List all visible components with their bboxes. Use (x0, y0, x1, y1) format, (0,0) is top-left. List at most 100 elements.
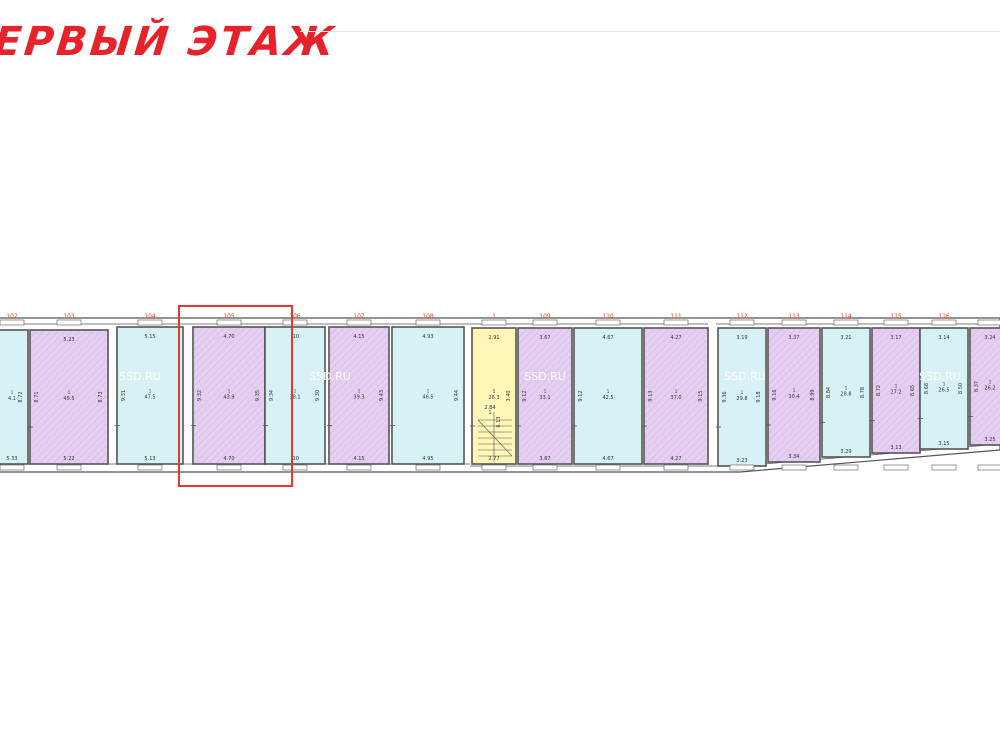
room-id: 1 (68, 390, 71, 395)
room-id: 1 (793, 388, 796, 393)
room-area: 26.3 (488, 395, 499, 401)
dim-left: 9.34 (269, 390, 275, 401)
window-icon (833, 319, 859, 326)
room-fill (391, 326, 465, 465)
room-number: 113 (788, 313, 800, 320)
dim-top: 4.27 (670, 335, 681, 341)
dim-left: 8.71 (34, 391, 40, 402)
dim-top: 4.93 (422, 334, 433, 340)
dim-bottom: 4.15 (353, 456, 364, 462)
room-id: 1 (895, 384, 898, 389)
window-icon (883, 319, 909, 326)
window-icon (56, 464, 82, 471)
room-hatch (193, 327, 265, 464)
window-icon (663, 464, 689, 471)
watermark-text: SSD.RU (724, 370, 766, 383)
window-icon (216, 319, 242, 326)
room-area: 43.9 (223, 395, 234, 401)
window-icon (137, 464, 163, 471)
room-fill (821, 327, 871, 458)
watermark-text: SSD.RU (119, 370, 161, 383)
window-icon (137, 319, 163, 326)
dim-bottom: 3.15 (938, 441, 949, 447)
room-area: 47.5 (144, 395, 155, 401)
window-icon (532, 464, 558, 471)
watermark-text: SSD.RU (524, 370, 566, 383)
dim-top: 4.15 (353, 334, 364, 340)
window-icon (595, 319, 621, 326)
room-area: 29.8 (736, 396, 747, 402)
dim-bottom: 3.29 (840, 449, 851, 455)
room-hatch (872, 328, 920, 453)
dim-right: 9.30 (315, 390, 321, 401)
selected-unit-highlight (178, 305, 293, 487)
staircase: 1 (477, 410, 513, 462)
dim-left: 8.72 (876, 385, 882, 396)
dim-right: 8.50 (958, 383, 964, 394)
dim-right: 9.43 (379, 390, 385, 401)
window-icon (729, 319, 755, 326)
dim-bottom: 4.67 (602, 456, 613, 462)
room-fill (717, 327, 767, 467)
room-number: 111 (670, 313, 682, 320)
window-icon (0, 319, 25, 326)
room-area: 30.4 (788, 394, 799, 400)
stair-text: 1 (488, 410, 491, 416)
room-area: 33.1 (539, 395, 550, 401)
dim-top: 3.21 (840, 335, 851, 341)
room-area: 39.3 (353, 395, 364, 401)
dim-right: 9.15 (698, 390, 704, 401)
dim-top: 2.91 (488, 335, 499, 341)
dim-bottom: 3.23 (736, 458, 747, 464)
dim-right: 8.72 (18, 391, 24, 402)
room-id: 1 (845, 386, 848, 391)
dim-left: 9.36 (722, 391, 728, 402)
window-icon (216, 464, 242, 471)
dim-left: 8.37 (974, 381, 980, 392)
dim-right: 9.18 (756, 391, 762, 402)
room-area: 28.8 (840, 392, 851, 398)
room-area: 46.5 (422, 395, 433, 401)
room-hatch (30, 330, 108, 464)
dim-bottom: 3.67 (539, 456, 550, 462)
room-number: 106 (289, 313, 301, 320)
dim-left: 9.12 (578, 390, 584, 401)
window-icon (781, 319, 807, 326)
dim-right: 8.78 (860, 387, 866, 398)
dim-top: 3.14 (938, 335, 949, 341)
room-number: 102 (6, 313, 18, 320)
room-id: 1 (149, 389, 152, 394)
dim-right: 8.73 (98, 391, 104, 402)
dim-bottom: 3.13 (890, 445, 901, 451)
room-number: 107 (353, 313, 365, 320)
dim-left: 8.68 (924, 383, 930, 394)
room-id: 1 (607, 389, 610, 394)
room-number: 109 (539, 313, 551, 320)
dim-top: .10 (291, 334, 299, 340)
dim-top: 3.67 (539, 335, 550, 341)
window-icon (931, 464, 957, 471)
room-number: 114 (840, 313, 852, 320)
dim-right: 9.44 (454, 390, 460, 401)
room-fill (573, 327, 643, 465)
room-area: 26.2 (984, 386, 995, 392)
room-id: 1 (544, 389, 547, 394)
